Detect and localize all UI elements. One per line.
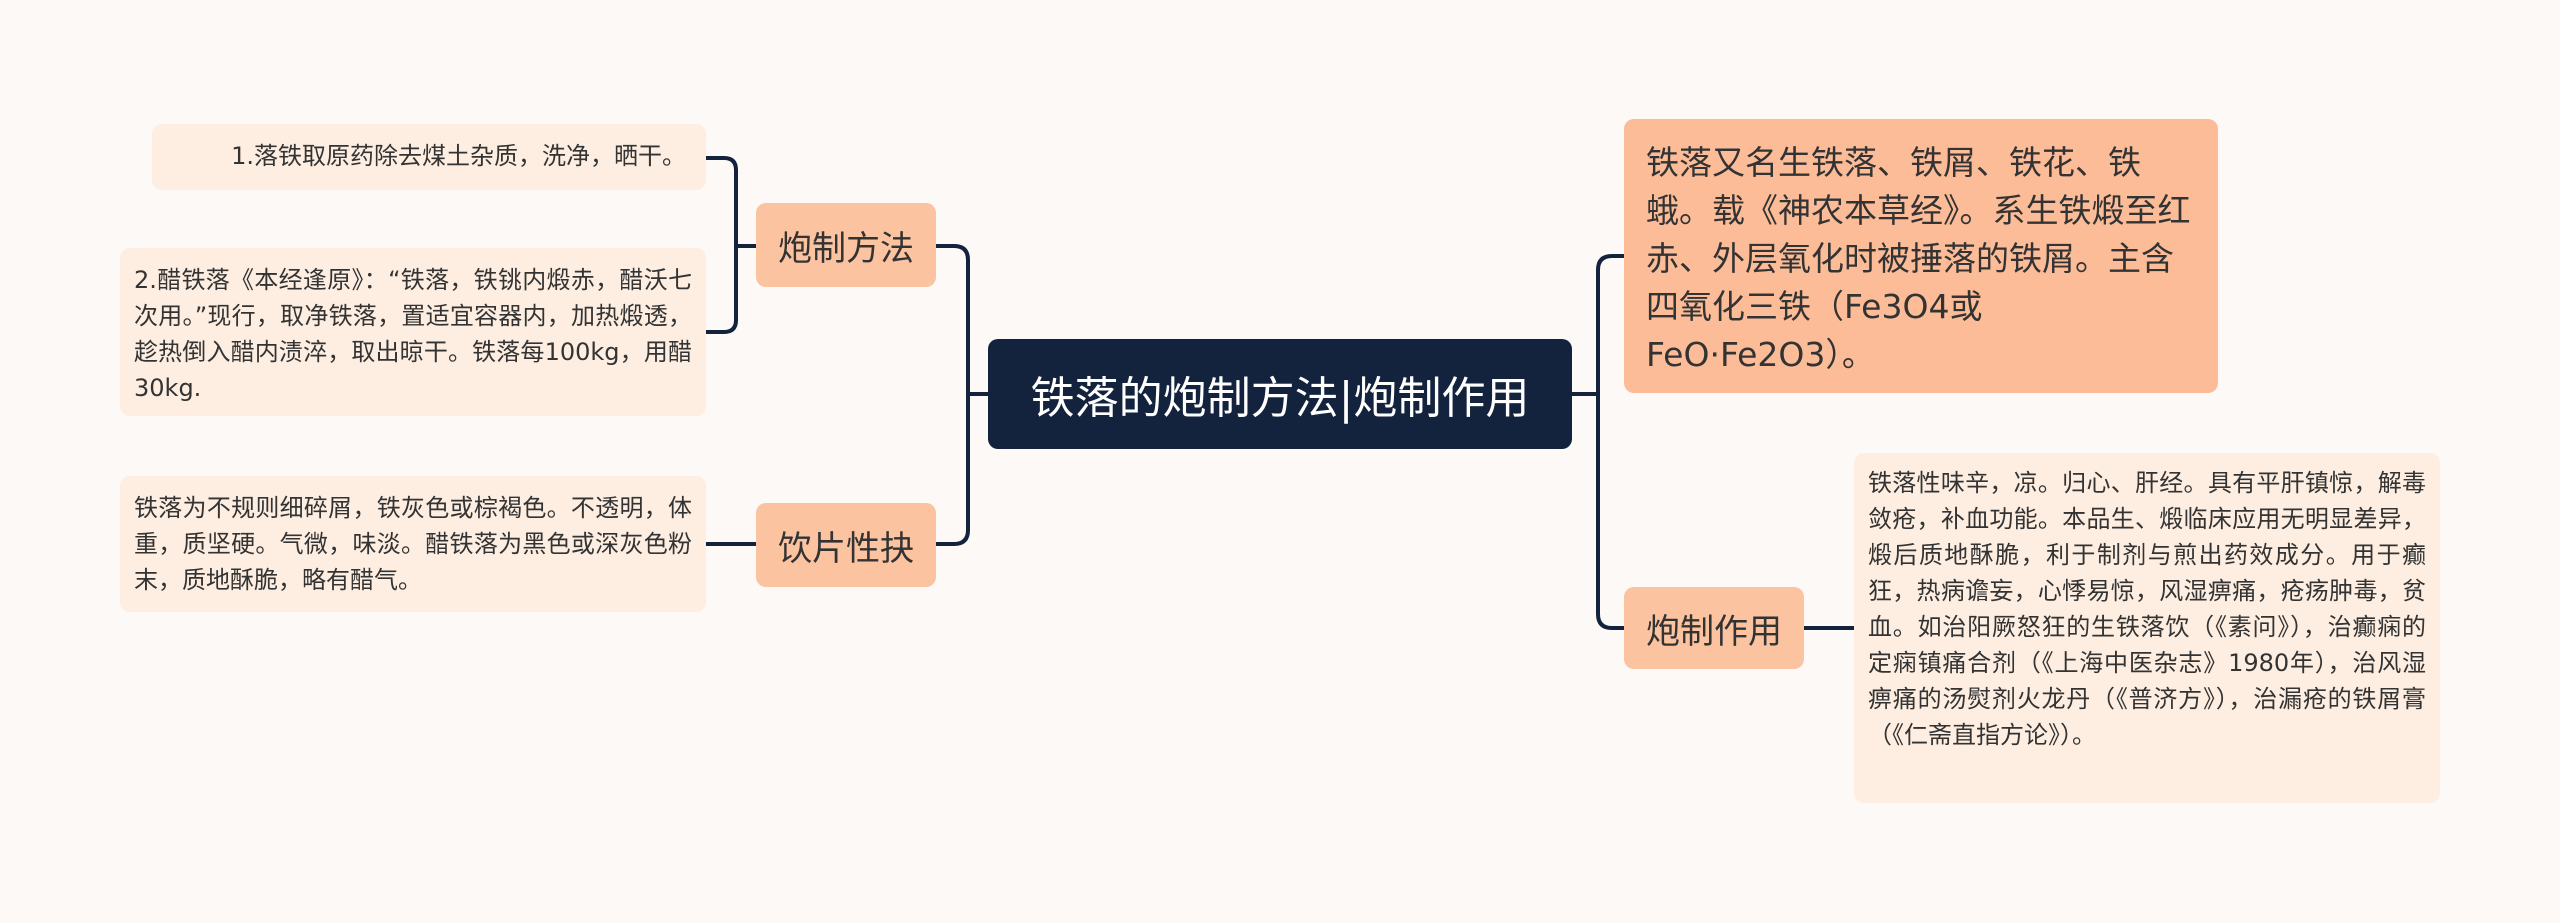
- link-method-to-leaf1: [704, 156, 758, 248]
- leaf-effect-description[interactable]: 铁落性味辛，凉。归心、肝经。具有平肝镇惊，解毒敛疮，补血功能。本品生、煅临床应用…: [1854, 453, 2440, 803]
- leaf-method-step-1[interactable]: 1.落铁取原药除去煤土杂质，洗净，晒干。: [152, 124, 706, 190]
- leaf-intro[interactable]: 铁落又名生铁落、铁屑、铁花、铁蛾。载《神农本草经》。系生铁煅至红赤、外层氧化时被…: [1624, 119, 2218, 393]
- leaf-pieces-description[interactable]: 铁落为不规则细碎屑，铁灰色或棕褐色。不透明，体重，质坚硬。气微，味淡。醋铁落为黑…: [120, 476, 706, 612]
- root-topic[interactable]: 铁落的炮制方法|炮制作用: [988, 339, 1572, 449]
- link-root-to-pieces: [934, 392, 990, 546]
- leaf-method-step-2[interactable]: 2.醋铁落《本经逢原》：“铁落，铁铫内煅赤，醋沃七次用。”现行，取净铁落，置适宜…: [120, 248, 706, 416]
- link-root-to-intro: [1570, 254, 1626, 396]
- branch-processing-method[interactable]: 炮制方法: [756, 203, 936, 287]
- branch-processing-effect[interactable]: 炮制作用: [1624, 587, 1804, 669]
- branch-decoction-pieces[interactable]: 饮片性抉: [756, 503, 936, 587]
- link-root-to-method: [934, 244, 990, 396]
- link-method-to-leaf2: [704, 244, 758, 334]
- link-root-to-effect: [1570, 392, 1626, 630]
